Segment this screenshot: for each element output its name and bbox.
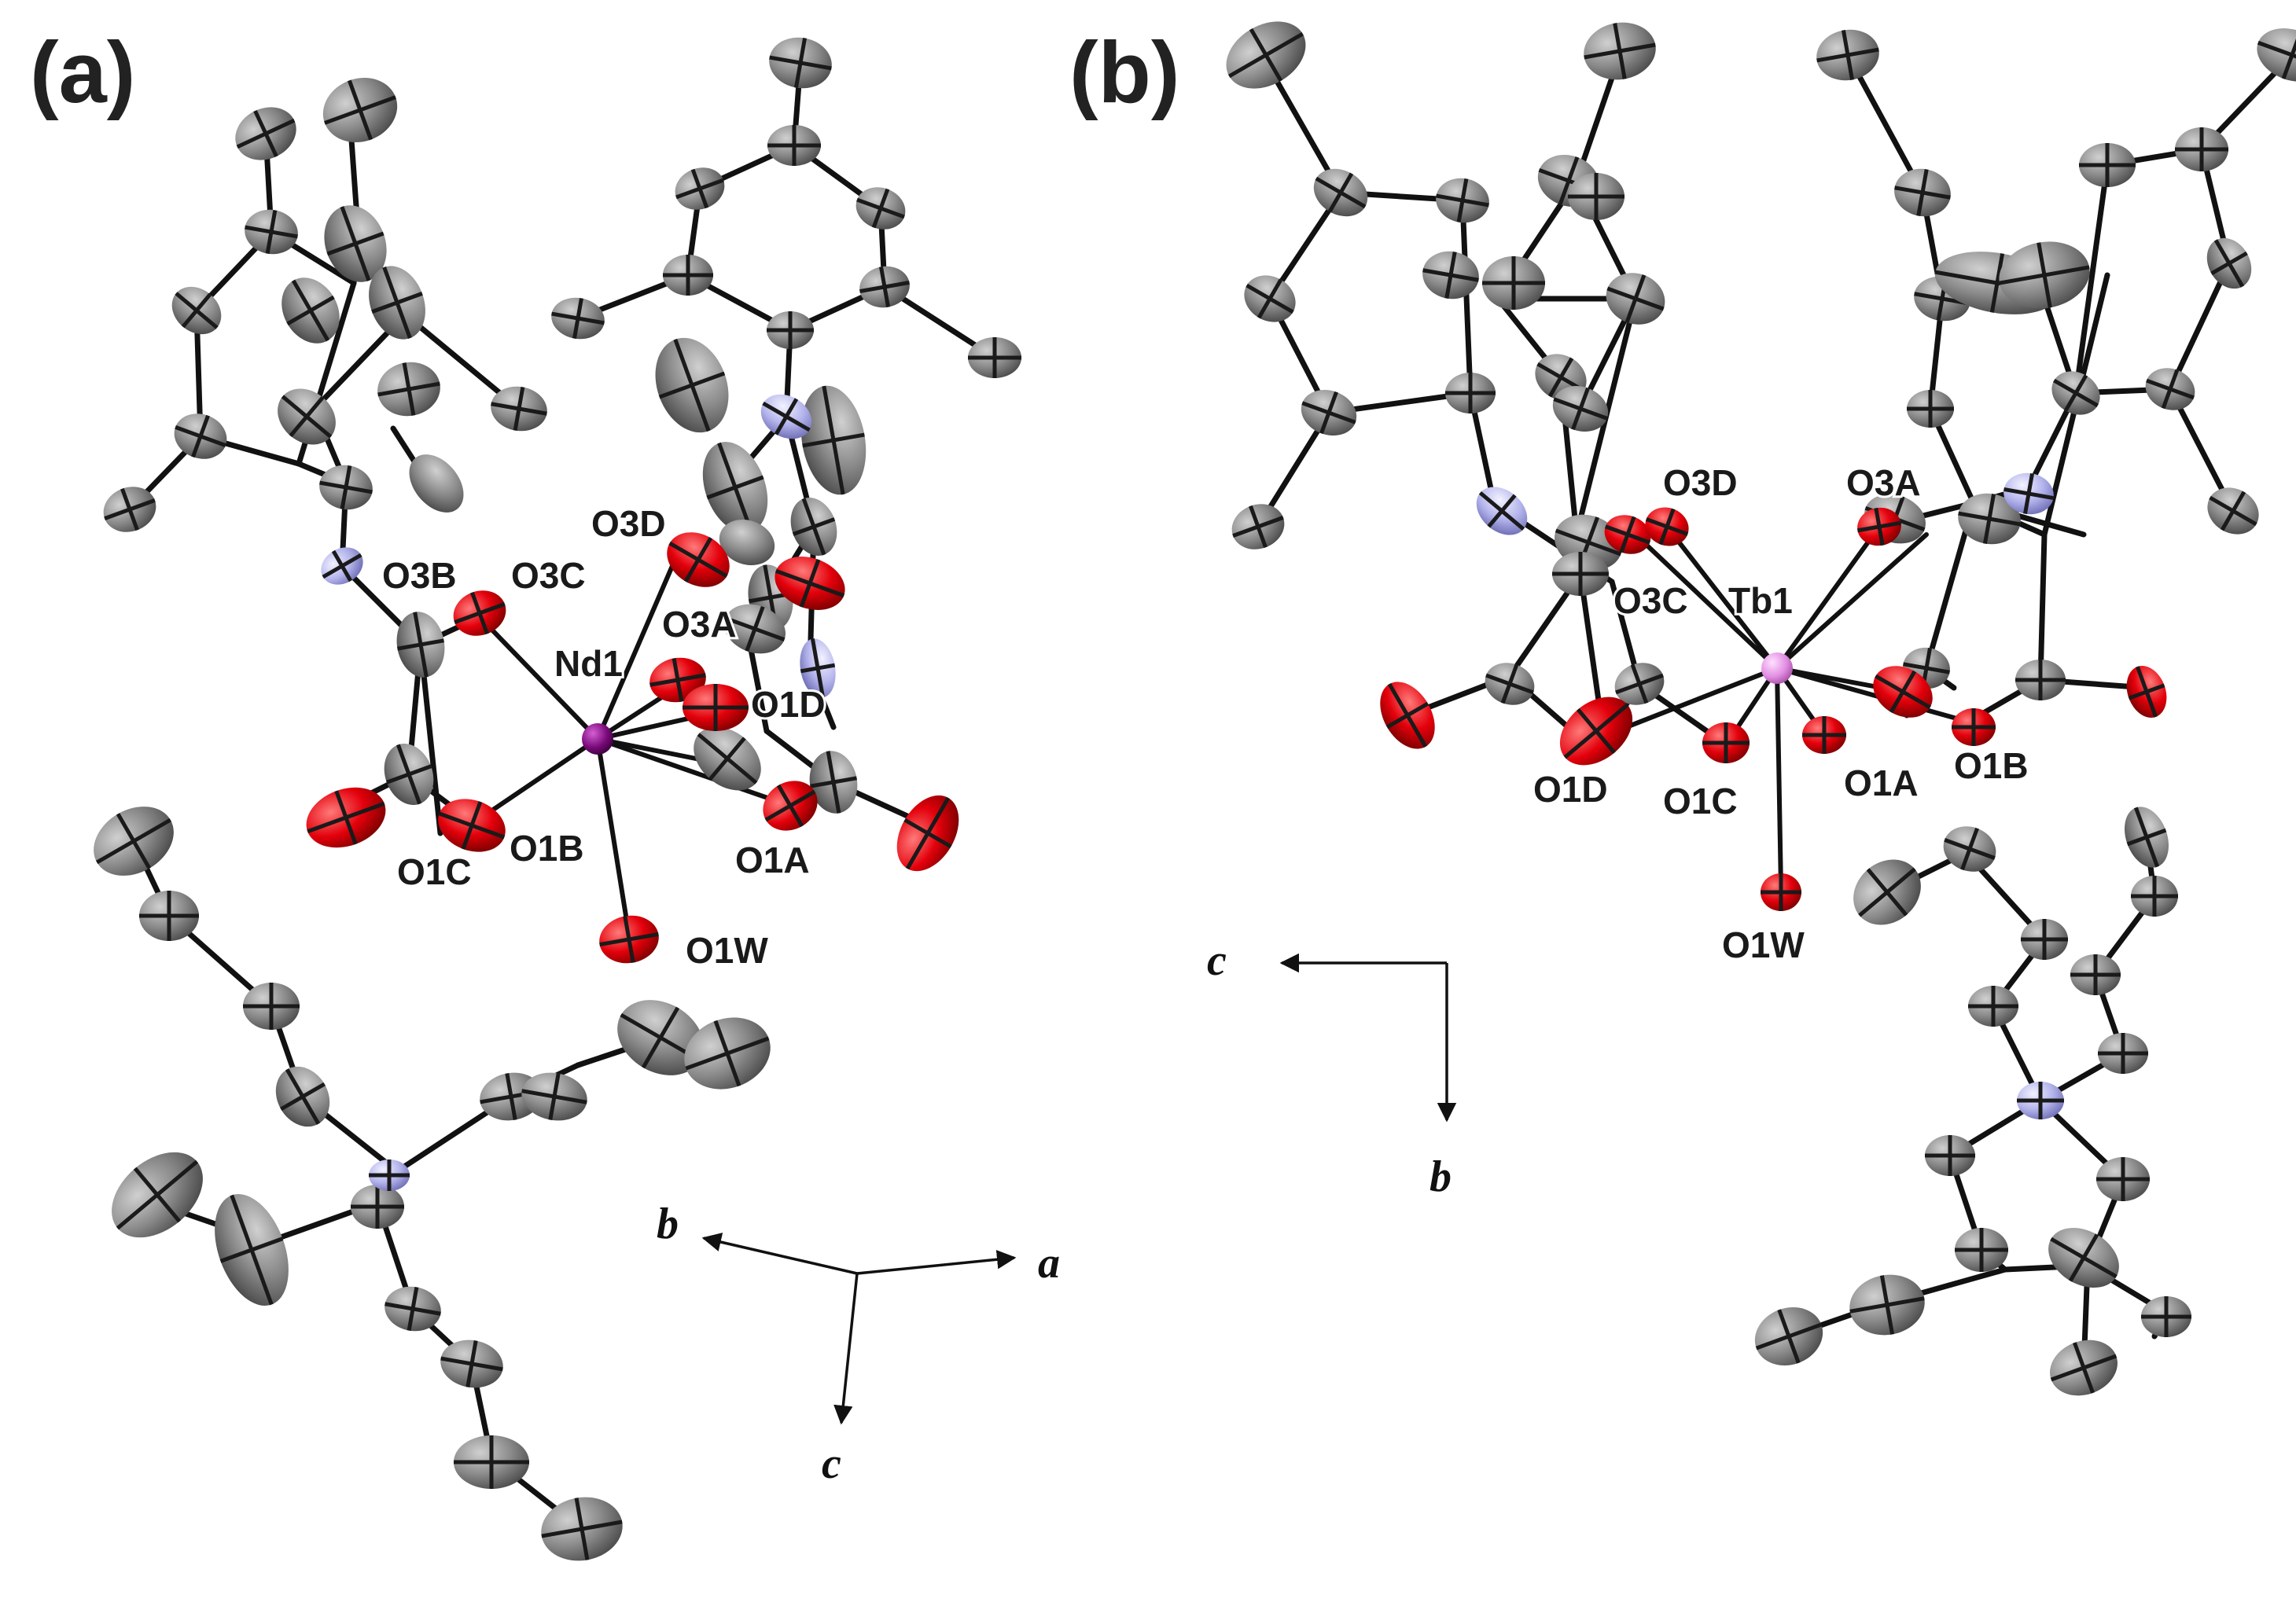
label-a-o1d: O1D: [751, 684, 826, 725]
axis-a-b-label: b: [657, 1200, 679, 1248]
panel-b-oxygen-atoms: [1380, 507, 2167, 911]
label-a-o3c: O3C: [511, 555, 586, 596]
label-b-o3c: O3C: [1613, 580, 1688, 621]
axis-a-c-label: c: [822, 1439, 841, 1488]
panel-a-atom-labels: O3B O3C O3D Nd1 O3A O1D O1C O1B O1A O1W: [380, 501, 828, 973]
panel-a-axes: b a c: [657, 1200, 1060, 1488]
axis-b-b-label: b: [1429, 1152, 1452, 1201]
label-b-tb1: Tb1: [1728, 580, 1793, 621]
axis-a-a-label: a: [1038, 1239, 1060, 1288]
panel-b-axes: c b: [1207, 936, 1457, 1201]
panel-a-nitrogen-atoms: [321, 394, 836, 1191]
label-a-o3a: O3A: [662, 604, 737, 645]
label-a-o1b: O1B: [510, 828, 584, 869]
panel-b: (b): [1069, 21, 2296, 1396]
label-a-o1c: O1C: [397, 851, 472, 892]
label-a-o1w: O1W: [686, 930, 768, 971]
label-a-nd1: Nd1: [554, 643, 623, 684]
label-b-o1a: O1A: [1844, 763, 1919, 803]
label-a-o3d: O3D: [591, 503, 666, 544]
label-b-o3a: O3A: [1846, 462, 1921, 503]
label-b-o1c: O1C: [1663, 781, 1738, 821]
panel-a-oxygen-atoms: [306, 532, 959, 964]
panel-a-carbon-atoms: [94, 37, 1021, 1561]
label-b-o1w: O1W: [1722, 924, 1805, 965]
panel-a-nd-atom: [582, 723, 613, 755]
panel-a: (a): [30, 24, 1060, 1561]
label-b-o1d: O1D: [1533, 769, 1608, 810]
panel-b-label: (b): [1069, 24, 1179, 121]
label-b-o3d: O3D: [1663, 462, 1738, 503]
panel-b-tb-atom: [1761, 652, 1793, 684]
panel-b-nitrogen-atoms: [1476, 472, 2064, 1119]
label-a-o3b: O3B: [382, 555, 457, 596]
axis-b-c-label: c: [1207, 936, 1227, 985]
panel-b-carbon-atoms: [1226, 21, 2296, 1396]
label-b-o1b: O1B: [1954, 745, 2029, 786]
panel-b-atom-labels: O3D O3A O3C Tb1 O1D O1C O1A O1B O1W: [1531, 460, 2031, 968]
label-a-o1a: O1A: [735, 840, 810, 880]
panel-a-label: (a): [30, 24, 135, 121]
